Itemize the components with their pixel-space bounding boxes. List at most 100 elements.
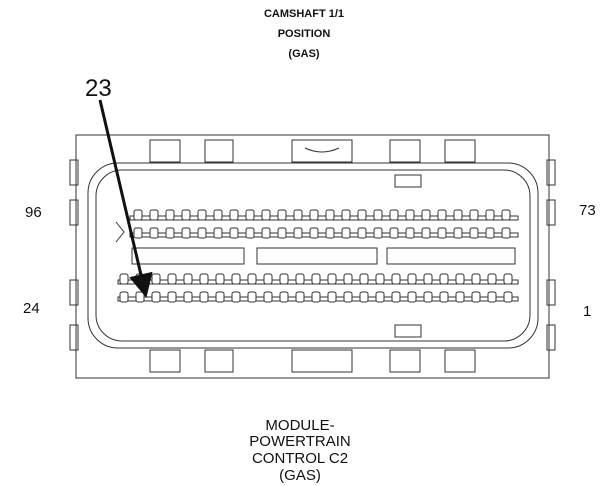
pin-cavity (437, 227, 447, 239)
top-latch-center (291, 139, 353, 163)
pin-cavity (183, 273, 193, 285)
pin-cavity (181, 227, 191, 239)
pin-cavity (357, 209, 367, 221)
pin-cavity (389, 227, 399, 239)
bottom-key (394, 324, 422, 338)
pin-cavity (293, 209, 303, 221)
pin-cavity (261, 209, 271, 221)
pin-cavity (327, 273, 337, 285)
pin-cavity (453, 209, 463, 221)
side-tab-left-bottom (69, 324, 79, 351)
top-key (394, 174, 422, 188)
top-latch-2 (204, 139, 234, 163)
pin-cavity (277, 227, 287, 239)
side-tab-left-mid (69, 199, 79, 226)
pin-cavity (181, 209, 191, 221)
pin-cavity (311, 291, 321, 303)
pin-cavity (151, 273, 161, 285)
pin-cavity (215, 273, 225, 285)
pin-label-1: 1 (583, 303, 592, 320)
pin-cavity (375, 291, 385, 303)
pin-cavity (391, 291, 401, 303)
pin-cavity (407, 273, 417, 285)
pin-cavity (485, 227, 495, 239)
pin-cavity (455, 291, 465, 303)
pin-cavity (421, 227, 431, 239)
pin-cavity (501, 209, 511, 221)
pin-cavity (199, 291, 209, 303)
header-line-2: POSITION (277, 28, 331, 40)
pin-cavity (375, 273, 385, 285)
pin-cavity (293, 227, 303, 239)
pin-cavity (165, 209, 175, 221)
caption-line-2: POWERTRAIN (249, 433, 351, 450)
pin-cavity (327, 291, 337, 303)
separator-left (131, 247, 245, 265)
pin-cavity (469, 227, 479, 239)
pin-cavity (213, 227, 223, 239)
pin-cavity (295, 273, 305, 285)
pin-cavity (325, 209, 335, 221)
header-line-3: (GAS) (288, 48, 320, 60)
pin-cavity (229, 227, 239, 239)
top-latch-5 (444, 139, 476, 163)
left-key (115, 221, 125, 243)
pin-row-rail (129, 215, 519, 221)
pin-cavity (469, 209, 479, 221)
pin-cavity (119, 273, 129, 285)
inner-wall-outer (87, 162, 539, 349)
pin-cavity (133, 209, 143, 221)
pin-cavity (263, 273, 273, 285)
pin-cavity (439, 273, 449, 285)
top-latch-4 (389, 139, 421, 163)
pin-cavity (357, 227, 367, 239)
pin-cavity (167, 273, 177, 285)
pin-cavity (245, 209, 255, 221)
side-tab-right-bottom (546, 324, 556, 351)
pin-cavity (149, 227, 159, 239)
pin-cavity (437, 209, 447, 221)
pin-cavity (373, 209, 383, 221)
callout-arrow (98, 99, 153, 298)
caption-line-3: CONTROL C2 (251, 450, 349, 467)
pin-cavity (245, 227, 255, 239)
pin-cavity (309, 209, 319, 221)
pin-cavity (279, 291, 289, 303)
pin-cavity (197, 227, 207, 239)
pin-cavity (405, 209, 415, 221)
pin-cavity (359, 291, 369, 303)
callout-pin-23: 23 (85, 75, 112, 102)
pin-cavity (501, 227, 511, 239)
pin-cavity (423, 291, 433, 303)
pin-cavity (151, 291, 161, 303)
separator-center (256, 247, 378, 265)
pin-cavity (165, 227, 175, 239)
pin-cavity (231, 273, 241, 285)
pin-cavity (229, 209, 239, 221)
pin-cavity (279, 273, 289, 285)
caption-line-1: MODULE- (265, 417, 335, 434)
pin-cavity (309, 227, 319, 239)
pin-cavity (455, 273, 465, 285)
pin-cavity (197, 209, 207, 221)
pin-cavity (341, 227, 351, 239)
pin-cavity (261, 227, 271, 239)
pin-cavity (231, 291, 241, 303)
pin-cavity (391, 273, 401, 285)
pin-cavity (215, 291, 225, 303)
pin-cavity (359, 273, 369, 285)
pin-cavity (405, 227, 415, 239)
pin-cavity (471, 291, 481, 303)
pin-cavity (407, 291, 417, 303)
pin-cavity (341, 209, 351, 221)
bottom-latch-4 (389, 349, 421, 373)
separator-right (386, 247, 516, 265)
pin-cavity (471, 273, 481, 285)
header-line-1: CAMSHAFT 1/1 (263, 8, 345, 20)
pin-cavity (133, 227, 143, 239)
pin-row-rail (129, 232, 519, 238)
caption-line-4: (GAS) (279, 467, 321, 484)
pin-block-top (129, 209, 519, 239)
pin-cavity (311, 273, 321, 285)
